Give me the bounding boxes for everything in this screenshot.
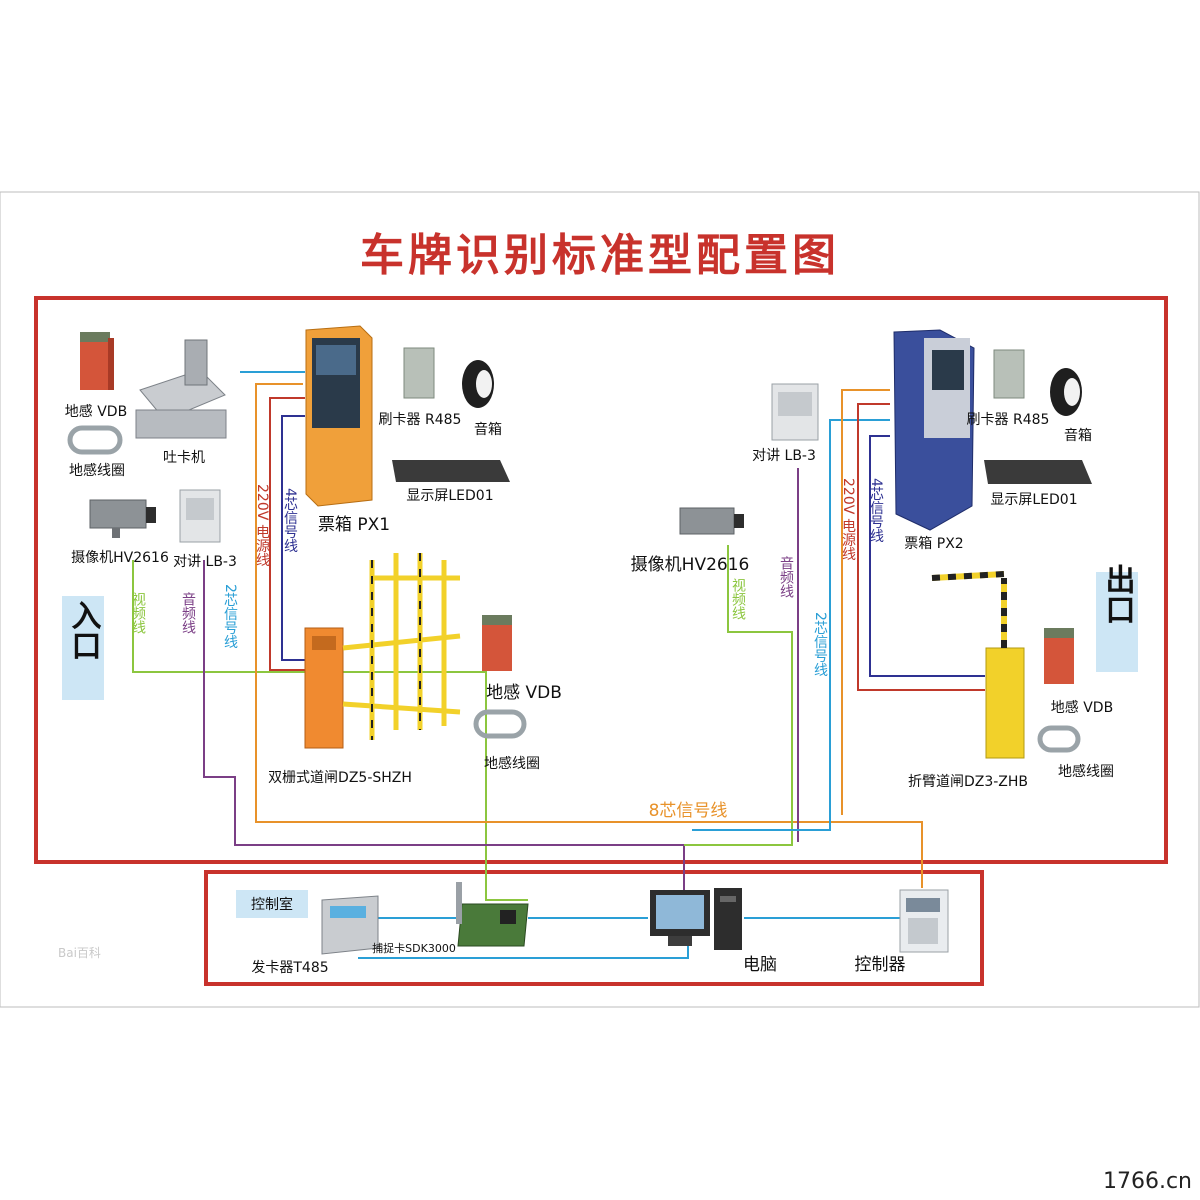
right-signal2-label: 2芯信号线 (812, 612, 828, 677)
left-power-wire (269, 397, 305, 671)
right-intercom-label: 对讲 LB-3 (752, 448, 816, 464)
ticket-box-px2-label: 票箱 PX2 (904, 536, 963, 552)
wire-labels: 视频线 音频线 2芯信号线 220V 电源线 4芯信号线 视频线 音频线 2芯信… (130, 478, 884, 821)
entrance-label: 入口 (66, 600, 102, 660)
left-camera-label: 摄像机HV2616 (71, 550, 169, 566)
left-power-label: 220V 电源线 (254, 484, 270, 567)
double-barrier-gate-device (304, 553, 461, 749)
left-signal2-label: 2芯信号线 (222, 584, 238, 649)
right-power-label: 220V 电源线 (840, 478, 856, 561)
left-speaker-label: 音箱 (474, 421, 502, 438)
left-audio-label: 音频线 (180, 591, 196, 634)
left-signal4-label: 4芯信号线 (282, 488, 298, 553)
left-led-device (392, 460, 510, 482)
right-card-reader-device (993, 349, 1025, 399)
site-label: 1766.cn (1102, 1169, 1192, 1194)
right-video-wire (684, 545, 793, 846)
right-card-reader-label: 刷卡器 R485 (967, 412, 1050, 428)
folding-arm-gate-label: 折臂道闸DZ3-ZHB (908, 774, 1028, 790)
left-led-label: 显示屏LED01 (406, 488, 493, 504)
left-signal4-wire (281, 415, 305, 661)
diagram-title: 车牌识别标准型配置图 (360, 230, 840, 281)
right-vdb-label: 地感 VDB (1051, 699, 1113, 716)
controller-label: 控制器 (855, 955, 906, 975)
left-vdb-label: 地感 VDB (65, 403, 127, 420)
computer-device (650, 888, 742, 950)
wiring (132, 371, 985, 959)
issuer-computer-wire (358, 945, 689, 959)
left-vdb-device (80, 332, 114, 390)
ticket-box-px1-device (305, 325, 373, 507)
right-audio-label: 音频线 (778, 555, 794, 598)
card-dispenser-device (135, 339, 227, 439)
right-camera-device (679, 507, 744, 535)
left-intercom-label: 对讲 LB-3 (173, 554, 237, 570)
capture-card-label: 捕捉卡SDK3000 (372, 941, 456, 955)
right-signal2-wire (692, 419, 890, 831)
folding-arm-gate-device (931, 571, 1025, 759)
right-loop-coil (1037, 725, 1081, 753)
right-power-wire (857, 403, 985, 691)
outer-frame (0, 191, 1200, 1008)
right-led-device (984, 460, 1092, 484)
controller-device (899, 889, 949, 953)
watermark: Bai百科 (58, 946, 101, 960)
right-video-label: 视频线 (730, 578, 746, 620)
ticket-box-px1-label: 票箱 PX1 (318, 515, 390, 535)
right-signal8-wire (841, 389, 890, 815)
left-intercom-device (179, 489, 221, 543)
left-audio-wire (203, 560, 685, 890)
exit-box (1096, 572, 1138, 672)
card-dispenser-label: 吐卡机 (163, 450, 205, 466)
left-video-label: 视频线 (130, 592, 146, 634)
capture-card-device (456, 882, 529, 947)
right-signal4-wire (869, 435, 985, 677)
left-card-reader-device (403, 347, 435, 399)
right-intercom-device (771, 383, 819, 441)
middle-loop-coil (473, 709, 527, 739)
control-room-tag (236, 890, 308, 918)
control-room-label: 控制室 (251, 896, 293, 913)
left-card-reader-label: 刷卡器 R485 (379, 412, 462, 428)
computer-label: 电脑 (743, 955, 777, 975)
card-issuer-device (321, 895, 379, 955)
left-speaker-device (462, 360, 494, 408)
ticket-box-px2-device (893, 329, 975, 531)
left-camera-device (89, 499, 156, 538)
right-camera-label: 摄像机HV2616 (631, 555, 750, 575)
right-vdb-device (1044, 628, 1074, 684)
left-video-wire (132, 560, 528, 901)
middle-loop-label: 地感线圈 (484, 755, 540, 772)
left-loop-label: 地感线圈 (69, 462, 125, 479)
middle-vdb-device (482, 615, 512, 671)
middle-vdb-label: 地感 VDB (486, 683, 562, 703)
right-signal4-label: 4芯信号线 (868, 478, 884, 543)
left-loop-coil (67, 425, 123, 455)
left-signal8-wire (255, 383, 923, 888)
right-led-label: 显示屏LED01 (990, 492, 1077, 508)
right-speaker-label: 音箱 (1064, 427, 1092, 444)
exit-label: 出口 (1100, 564, 1135, 624)
right-speaker-device (1050, 368, 1082, 416)
entrance-box (62, 596, 104, 700)
parking-area-frame (34, 296, 1168, 864)
card-issuer-label: 发卡器T485 (251, 960, 328, 976)
signal8-label: 8芯信号线 (649, 801, 728, 821)
control-room-frame (204, 870, 984, 986)
double-barrier-gate-label: 双栅式道闸DZ5-SHZH (268, 770, 412, 786)
right-loop-label: 地感线圈 (1058, 763, 1114, 780)
